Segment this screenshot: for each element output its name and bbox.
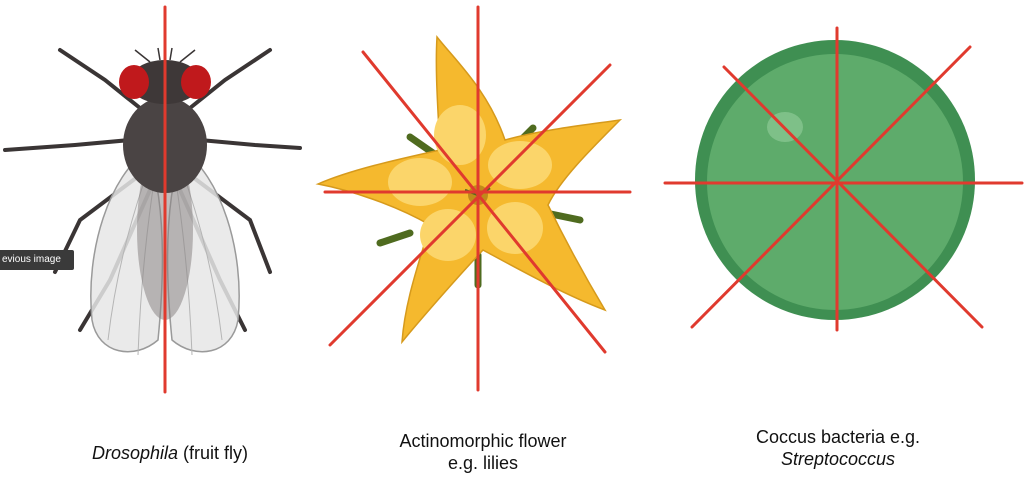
fruit-fly-illustration: [3, 47, 302, 356]
flower-caption: Actinomorphic flower e.g. lilies: [333, 430, 633, 474]
fly-bristles: [134, 47, 196, 63]
flower-illustration: [315, 34, 623, 345]
flower-petals: [315, 34, 623, 345]
flower-symmetry-line: [361, 50, 607, 354]
fruit-fly-caption-rest: (fruit fly): [178, 443, 249, 463]
coccus-symmetry-line: [722, 65, 984, 329]
flower-petal-highlights: [388, 105, 552, 261]
fly-right-eye: [181, 65, 211, 99]
fly-left-eye: [119, 65, 149, 99]
coccus-symmetry-line: [690, 45, 972, 329]
coccus-caption-line2: Streptococcus: [688, 448, 988, 470]
tooltip-label: evious image: [2, 254, 61, 265]
fruit-fly-caption: Drosophila (fruit fly): [20, 442, 320, 464]
fruit-fly-caption-italic: Drosophila: [91, 443, 179, 463]
coccus-caption-italic: Streptococcus: [780, 449, 896, 469]
flower-caption-line2: e.g. lilies: [447, 453, 519, 473]
symmetry-lines: [163, 5, 1024, 394]
flower-symmetry-line: [328, 63, 612, 347]
previous-image-tooltip[interactable]: evious image: [0, 250, 74, 270]
coccus-caption: Coccus bacteria e.g. Streptococcus: [688, 426, 988, 470]
coccus-caption-line1: Coccus bacteria e.g.: [755, 427, 921, 447]
flower-caption-line1: Actinomorphic flower: [399, 431, 567, 451]
